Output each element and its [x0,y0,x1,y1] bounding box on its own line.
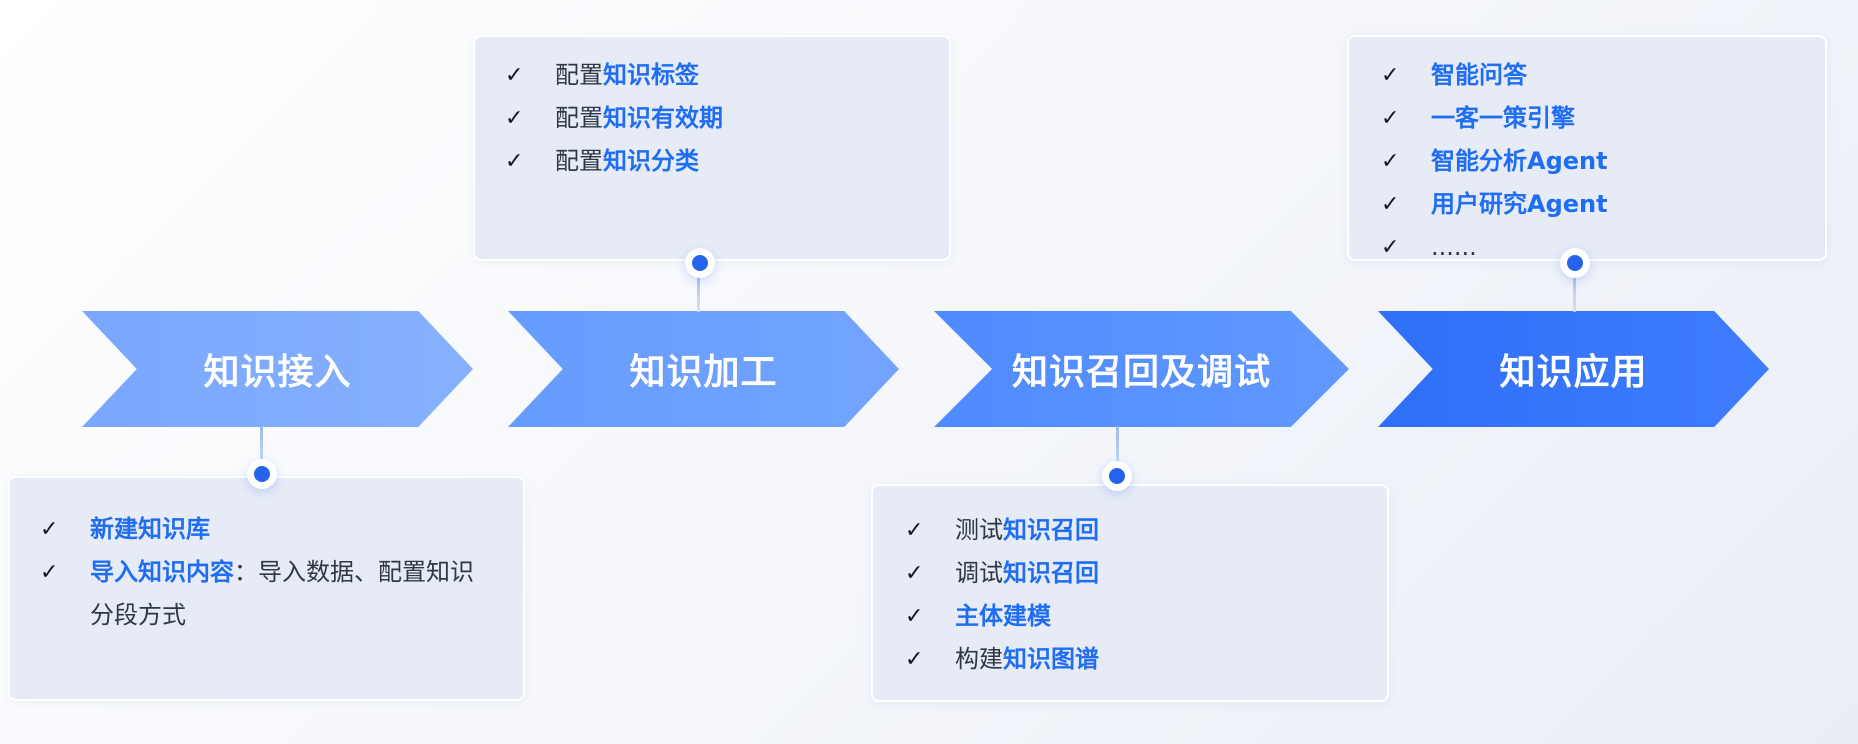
check-icon: ✓ [905,604,924,629]
check-icon: ✓ [40,517,59,542]
connector-stage-2 [697,262,700,312]
stage-4-chevron: 知识应用 [1378,311,1769,427]
check-icon: ✓ [505,149,524,174]
stage-1-card: ✓ 新建知识库 ✓ 导入知识内容：导入数据、配置知识分段方式 [8,476,525,701]
check-icon: ✓ [905,647,924,672]
stage-1-label: 知识接入 [203,352,352,393]
stage-3-chevron: 知识召回及调试 [934,311,1349,427]
check-icon: ✓ [1381,192,1400,217]
check-icon: ✓ [505,106,524,131]
check-icon: ✓ [1381,106,1400,131]
connector-stage-3 [1116,426,1119,476]
check-icon: ✓ [1381,63,1400,88]
stage-1-item: ✓ 新建知识库 [40,508,495,551]
check-icon: ✓ [905,518,924,543]
connector-stage-1 [260,426,263,474]
stage-4-item: ✓ ...... [1381,226,1825,269]
stage-3-item: ✓ 构建知识图谱 [905,638,1387,681]
stage-3-item: ✓ 调试知识召回 [905,552,1387,595]
check-icon: ✓ [505,63,524,88]
stage-2-chevron: 知识加工 [508,311,899,427]
stage-4-item: ✓ 智能分析Agent [1381,140,1825,183]
stage-1-chevron: 知识接入 [82,311,473,427]
check-icon: ✓ [1381,235,1400,260]
stage-2-card: ✓ 配置知识标签 ✓ 配置知识有效期 ✓ 配置知识分类 [473,35,951,261]
check-icon: ✓ [40,560,59,585]
stage-4-item: ✓ 一客一策引擎 [1381,97,1825,140]
stage-4-dot [1560,248,1590,278]
stage-2-label: 知识加工 [629,352,778,393]
stage-1-dot [247,459,277,489]
stage-1-item: ✓ 导入知识内容：导入数据、配置知识分段方式 [40,551,495,637]
stage-3-list: ✓ 测试知识召回 ✓ 调试知识召回 ✓ 主体建模 ✓ 构建知识图谱 [905,509,1387,681]
stage-2-item: ✓ 配置知识分类 [505,140,949,183]
stage-2-item: ✓ 配置知识标签 [505,54,949,97]
connector-stage-4 [1573,262,1576,312]
stage-4-item: ✓ 用户研究Agent [1381,183,1825,226]
stage-3-dot [1102,461,1132,491]
stage-4-label: 知识应用 [1499,352,1648,393]
stage-3-item: ✓ 主体建模 [905,595,1387,638]
stage-4-card: ✓ 智能问答 ✓ 一客一策引擎 ✓ 智能分析Agent ✓ 用户研究Agent … [1347,35,1827,261]
stage-4-item: ✓ 智能问答 [1381,54,1825,97]
check-icon: ✓ [1381,149,1400,174]
stage-4-list: ✓ 智能问答 ✓ 一客一策引擎 ✓ 智能分析Agent ✓ 用户研究Agent … [1381,54,1825,269]
stage-2-dot [685,248,715,278]
stage-3-label: 知识召回及调试 [1011,352,1271,393]
stage-1-list: ✓ 新建知识库 ✓ 导入知识内容：导入数据、配置知识分段方式 [40,508,495,637]
stage-3-card: ✓ 测试知识召回 ✓ 调试知识召回 ✓ 主体建模 ✓ 构建知识图谱 [871,484,1389,702]
check-icon: ✓ [905,561,924,586]
stage-2-list: ✓ 配置知识标签 ✓ 配置知识有效期 ✓ 配置知识分类 [505,54,949,183]
stage-3-item: ✓ 测试知识召回 [905,509,1387,552]
stage-2-item: ✓ 配置知识有效期 [505,97,949,140]
